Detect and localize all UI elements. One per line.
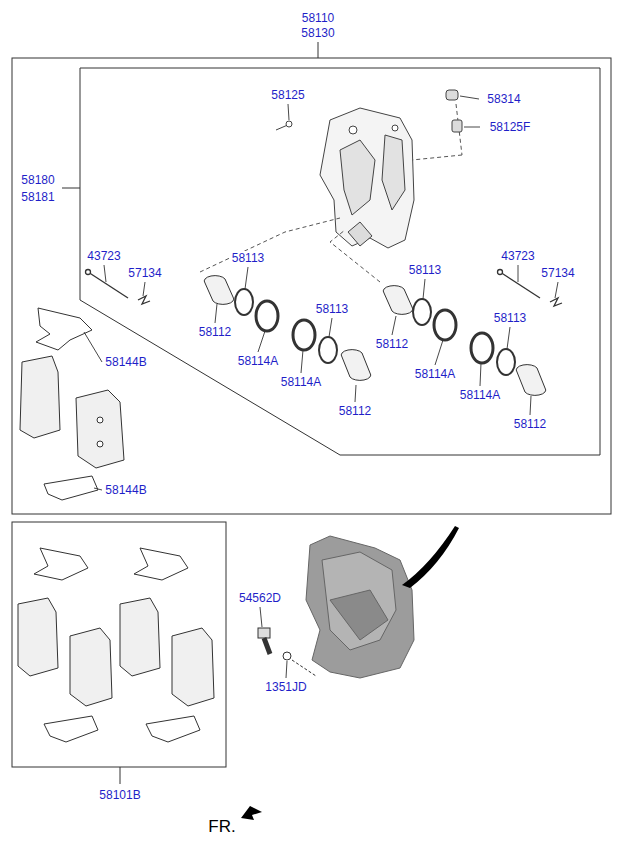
callout-number: 58114A <box>237 354 279 368</box>
callout-number: 58144B <box>104 355 147 369</box>
callout-number: 58114A <box>280 375 322 389</box>
callout-number: 58144B <box>104 483 147 497</box>
callout-number: 58112 <box>338 404 372 418</box>
callout-number: 57134 <box>540 266 575 280</box>
callout-number: 58113 <box>493 311 527 325</box>
callout-number: 58314 <box>486 92 521 106</box>
callout-number: 58113 <box>315 302 349 316</box>
callout-number: 58113 <box>408 263 442 277</box>
callout-number: 58101B <box>98 788 141 802</box>
callout-number: 58181 <box>20 190 55 204</box>
callout-number: 58112 <box>375 337 409 351</box>
direction-label: FR. <box>207 817 236 836</box>
callout-number: 58125 <box>270 88 305 102</box>
callout-number: 58112 <box>513 417 547 431</box>
callout-number: 58113 <box>231 251 265 265</box>
callout-number: 58125F <box>489 120 532 134</box>
callout-number: 58114A <box>414 367 456 381</box>
callout-number: 58112 <box>198 325 232 339</box>
callout-number: 58130 <box>300 26 335 40</box>
callout-number: 58110 <box>301 11 335 25</box>
callout-number: 58114A <box>459 388 501 402</box>
callout-number: 43723 <box>86 249 121 263</box>
callout-number: 43723 <box>500 249 535 263</box>
callout-number: 58180 <box>20 173 55 187</box>
callout-number: 57134 <box>127 266 162 280</box>
callout-number: 54562D <box>238 591 282 605</box>
callout-number: 1351JD <box>264 680 307 694</box>
